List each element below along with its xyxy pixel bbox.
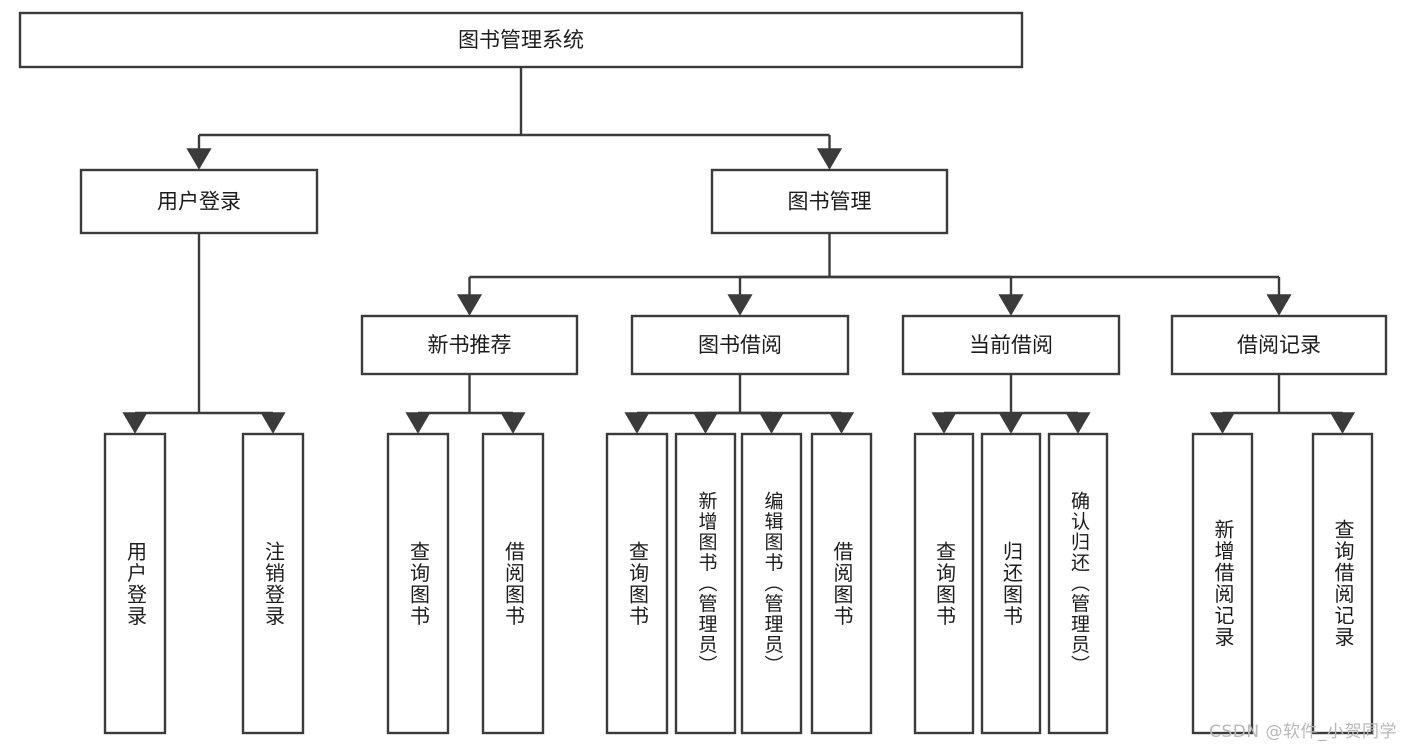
node-label-l3-0: 新书推荐	[428, 333, 512, 357]
node-box-leaf-1[interactable]	[241, 432, 305, 735]
node-label-l3-3: 借阅记录	[1237, 333, 1321, 357]
node-label-root: 图书管理系统	[458, 28, 584, 52]
node-box-leaf-9[interactable]	[980, 432, 1042, 735]
node-box-leaf-6[interactable]	[740, 432, 803, 735]
node-box-leaf-4[interactable]	[605, 432, 669, 735]
node-boxes-layer	[18, 11, 1388, 735]
node-label-l2-1: 图书管理	[788, 190, 872, 214]
connectors-layer	[122, 67, 1356, 434]
node-box-leaf-3[interactable]	[481, 432, 545, 735]
node-box-leaf-12[interactable]	[1311, 432, 1374, 735]
node-box-l3-node-e5bd93e5898de5809fe99885[interactable]	[901, 314, 1121, 376]
node-box-l3-node-e696b0e4b9a6e68ea8e88d90[interactable]	[360, 314, 579, 376]
node-box-leaf-5[interactable]	[674, 432, 737, 735]
node-box-leaf-7[interactable]	[810, 432, 873, 735]
node-label-l3-1: 图书借阅	[698, 333, 782, 357]
node-box-leaf-8[interactable]	[913, 432, 975, 735]
node-box-root[interactable]	[18, 11, 1024, 69]
node-label-l2-0: 用户登录	[157, 190, 241, 214]
node-box-l2-node-e794a8e688b7e799bbe5bd95[interactable]	[79, 168, 319, 235]
node-box-leaf-11[interactable]	[1191, 432, 1254, 735]
node-label-l3-2: 当前借阅	[969, 333, 1053, 357]
node-box-leaf-0[interactable]	[103, 432, 167, 735]
csdn-watermark: CSDN @软件_小贺同学	[1209, 722, 1397, 742]
node-box-leaf-10[interactable]	[1047, 432, 1109, 735]
node-box-leaf-2[interactable]	[386, 432, 450, 735]
